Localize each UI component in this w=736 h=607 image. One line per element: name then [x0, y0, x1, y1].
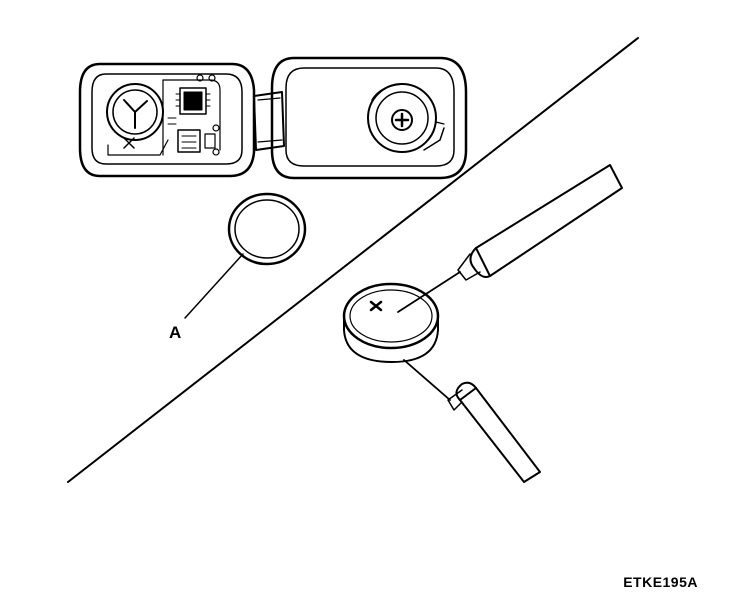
- fob-hinge-strap: [253, 91, 285, 151]
- fob-right-half: [270, 56, 468, 180]
- callout-leader-line: [184, 253, 244, 319]
- figure-code: ETKE195A: [623, 574, 698, 590]
- callout-label-a: A: [169, 323, 182, 342]
- upper-probe-icon: [397, 164, 623, 313]
- key-fob-open-icon: [78, 56, 468, 180]
- lower-probe-icon: [403, 359, 541, 483]
- coin-battery-icon: [227, 192, 307, 266]
- fob-left-half: [78, 62, 256, 178]
- battery-under-test-icon: [342, 282, 440, 363]
- divider-line: [67, 37, 639, 483]
